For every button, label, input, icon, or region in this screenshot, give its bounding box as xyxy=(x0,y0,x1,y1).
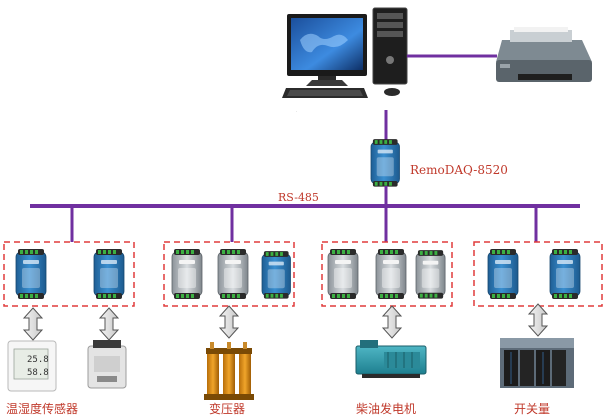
io-module-icon xyxy=(93,248,125,300)
computer-icon: . xyxy=(282,7,408,113)
group-box xyxy=(163,241,295,307)
double-arrow-icon xyxy=(528,303,548,337)
bus-label: RS-485 xyxy=(278,191,319,204)
group-transformer: 变压器 xyxy=(163,241,295,416)
group-box xyxy=(321,241,453,307)
io-module-icon xyxy=(15,248,47,300)
server-rack-icon xyxy=(500,338,574,388)
svg-text:.: . xyxy=(296,108,297,113)
group-label: 柴油发电机 xyxy=(356,401,416,416)
io-module-icon xyxy=(261,250,291,300)
group-switch: 开关量 xyxy=(473,241,603,416)
sensor-transmitter-icon xyxy=(87,340,127,389)
double-arrow-icon xyxy=(23,307,43,341)
group-label: 变压器 xyxy=(209,401,245,416)
group-label: 温湿度传感器 xyxy=(6,401,78,416)
thermo-hygrometer-icon: 25.8 58.8 xyxy=(7,340,57,392)
double-arrow-icon xyxy=(382,305,402,339)
double-arrow-icon xyxy=(99,307,119,341)
io-module-icon xyxy=(549,248,581,300)
io-module-icon xyxy=(217,248,249,300)
double-arrow-icon xyxy=(219,305,239,339)
printer-icon xyxy=(496,27,592,82)
transformer-icon xyxy=(204,342,254,400)
sensor-humidity-reading: 58.8 xyxy=(27,368,49,378)
group-diesel-generator: 柴油发电机 xyxy=(321,241,453,416)
io-module-icon xyxy=(171,248,203,300)
group-label: 开关量 xyxy=(514,402,550,416)
converter-module xyxy=(370,138,400,188)
io-module-icon xyxy=(375,248,407,300)
group-box xyxy=(3,241,135,307)
io-module-icon xyxy=(487,248,519,300)
generator-icon xyxy=(355,340,427,378)
io-module-icon xyxy=(415,249,446,300)
converter-label: RemoDAQ-8520 xyxy=(410,163,508,177)
group-temp-humidity: 25.8 58.8 温湿度传感器 xyxy=(3,241,135,416)
sensor-temp-reading: 25.8 xyxy=(27,355,49,365)
io-module-icon xyxy=(327,248,359,300)
